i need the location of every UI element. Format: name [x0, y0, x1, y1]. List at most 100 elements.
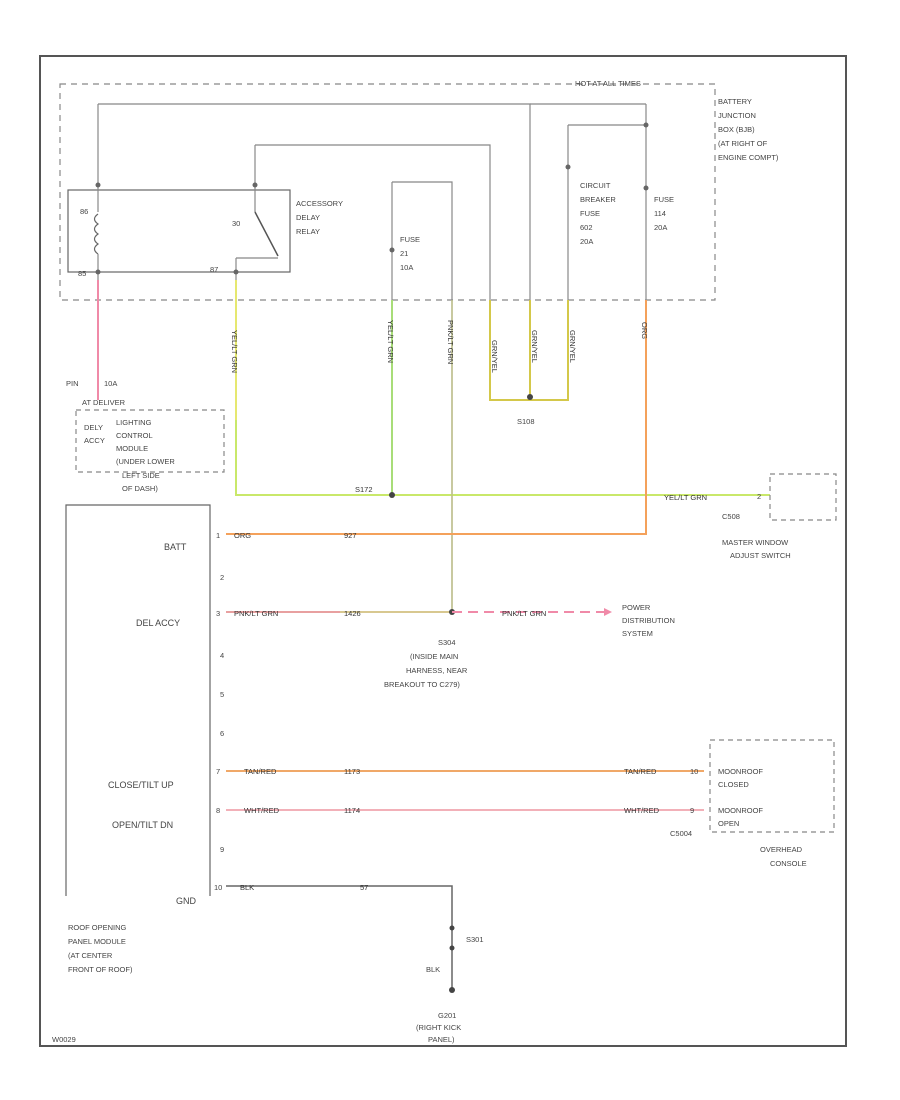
wire-label-yel-grn-2: YEL/LT GRN: [386, 320, 395, 363]
lcm-connector: AT DELIVER: [82, 398, 126, 407]
svg-text:1173: 1173: [344, 767, 360, 776]
wire-label-yel-grn-right: YEL/LT GRN: [664, 493, 707, 502]
svg-text:BREAKER: BREAKER: [580, 195, 616, 204]
svg-text:(AT CENTER: (AT CENTER: [68, 951, 113, 960]
svg-text:20A: 20A: [654, 223, 667, 232]
svg-text:602: 602: [580, 223, 593, 232]
svg-text:FUSE: FUSE: [580, 209, 600, 218]
connector-pin-marker: 2: [757, 492, 761, 501]
svg-text:WHT/RED: WHT/RED: [244, 806, 280, 815]
fuse-21-label: FUSE 21 10A: [400, 235, 420, 272]
lcm-side-accy: ACCY: [84, 436, 105, 445]
lcm-pin-code: 10A: [104, 379, 117, 388]
svg-text:8: 8: [216, 806, 220, 815]
svg-text:MASTER WINDOW: MASTER WINDOW: [722, 538, 789, 547]
relay-pin-85: 85: [78, 269, 86, 278]
svg-text:DEL ACCY: DEL ACCY: [136, 618, 180, 628]
pin-10-row: GND 10 BLK 57: [176, 883, 368, 906]
roof-module-label: ROOF OPENING PANEL MODULE (AT CENTER FRO…: [68, 923, 133, 974]
wire-label-pnk-grn: PNK/LT GRN: [446, 320, 455, 364]
diagram-frame: [39, 55, 847, 1047]
svg-text:114: 114: [654, 209, 666, 218]
master-window-switch-outline: [769, 473, 837, 521]
svg-text:DISTRIBUTION: DISTRIBUTION: [622, 616, 675, 625]
wire-label-grn-yel-1: GRN/YEL: [490, 340, 499, 373]
svg-text:LIGHTING: LIGHTING: [116, 418, 152, 427]
svg-text:20A: 20A: [580, 237, 593, 246]
moonroof-closed-wire: TAN/RED: [624, 767, 657, 776]
svg-text:FUSE: FUSE: [400, 235, 420, 244]
splice-s172: S172: [355, 485, 373, 494]
svg-text:MOONROOF: MOONROOF: [718, 806, 763, 815]
svg-text:PANEL): PANEL): [428, 1035, 455, 1044]
lcm-label: LIGHTING CONTROL MODULE (UNDER LOWER LEF…: [116, 418, 175, 493]
master-window-switch-label: MASTER WINDOW ADJUST SWITCH: [722, 538, 791, 560]
moonroof-open-wire: WHT/RED: [624, 806, 660, 815]
moonroof-closed-label: MOONROOF CLOSED: [718, 767, 763, 789]
svg-text:OPEN/TILT DN: OPEN/TILT DN: [112, 820, 173, 830]
pin-9: 9: [220, 845, 224, 854]
svg-text:927: 927: [344, 531, 357, 540]
bjb-location-label: BATTERY JUNCTION BOX (BJB) (AT RIGHT OF …: [718, 97, 779, 162]
svg-text:DELAY: DELAY: [296, 213, 320, 222]
relay-pin-86: 86: [80, 207, 88, 216]
moonroof-open-pin: 9: [690, 806, 694, 815]
svg-text:S304: S304: [438, 638, 456, 647]
pin-5: 5: [220, 690, 224, 699]
pin-3-row: DEL ACCY 3 PNK/LT GRN 1426: [136, 609, 361, 628]
svg-text:(AT RIGHT OF: (AT RIGHT OF: [718, 139, 768, 148]
circuit-breaker-label: CIRCUIT BREAKER FUSE 602 20A: [580, 181, 616, 246]
pin-8-row: OPEN/TILT DN 8 WHT/RED 1174: [112, 806, 360, 830]
pin-2: 2: [220, 573, 224, 582]
svg-text:21: 21: [400, 249, 408, 258]
svg-text:GND: GND: [176, 896, 197, 906]
svg-text:HARNESS, NEAR: HARNESS, NEAR: [406, 666, 468, 675]
pin-1-row: BATT 1 ORG 927: [164, 531, 357, 552]
diagram-code: W0029: [52, 1035, 76, 1044]
svg-text:LEFT SIDE: LEFT SIDE: [122, 471, 160, 480]
ground-splice-dots: [449, 925, 455, 993]
lcm-pin: PIN: [66, 379, 79, 388]
svg-text:OPEN: OPEN: [718, 819, 739, 828]
svg-text:ADJUST SWITCH: ADJUST SWITCH: [730, 551, 791, 560]
splice-s304-label: S304 (INSIDE MAIN HARNESS, NEAR BREAKOUT…: [384, 638, 468, 689]
ground-g201-label: G201 (RIGHT KICK PANEL): [416, 1011, 461, 1044]
moonroof-open-label: MOONROOF OPEN: [718, 806, 763, 828]
svg-text:ROOF OPENING: ROOF OPENING: [68, 923, 127, 932]
relay-pin-87: 87: [210, 265, 218, 274]
svg-text:ORG: ORG: [234, 531, 251, 540]
svg-text:FRONT OF ROOF): FRONT OF ROOF): [68, 965, 133, 974]
svg-text:CLOSED: CLOSED: [718, 780, 749, 789]
svg-text:1: 1: [216, 531, 220, 540]
bjb-header: HOT AT ALL TIMES: [575, 79, 641, 88]
ground-splice-s301: S301: [466, 935, 484, 944]
wire-label-org: ORG: [640, 322, 649, 339]
ground-wire: [226, 885, 453, 990]
pin-7-row: CLOSE/TILT UP 7 TAN/RED 1173: [108, 767, 360, 790]
svg-text:(UNDER LOWER: (UNDER LOWER: [116, 457, 175, 466]
wire-label-grn-yel-3: GRN/YEL: [568, 330, 577, 363]
svg-text:PANEL MODULE: PANEL MODULE: [68, 937, 126, 946]
svg-text:MODULE: MODULE: [116, 444, 148, 453]
relay-label: ACCESSORY DELAY RELAY: [296, 199, 343, 236]
svg-text:(INSIDE MAIN: (INSIDE MAIN: [410, 652, 458, 661]
org-wire-batt: [226, 300, 647, 535]
lighting-control-module-outline: [75, 409, 225, 473]
svg-text:RELAY: RELAY: [296, 227, 320, 236]
svg-text:POWER: POWER: [622, 603, 651, 612]
wire-label-yel-grn-1: YEL/LT GRN: [230, 330, 239, 373]
moonroof-closed-pin: 10: [690, 767, 698, 776]
svg-text:FUSE: FUSE: [654, 195, 674, 204]
svg-text:JUNCTION: JUNCTION: [718, 111, 756, 120]
svg-text:BATT: BATT: [164, 542, 187, 552]
svg-text:57: 57: [360, 883, 368, 892]
bjb-internal-wires: [98, 103, 647, 612]
svg-text:CONTROL: CONTROL: [116, 431, 153, 440]
svg-text:G201: G201: [438, 1011, 456, 1020]
svg-text:OF DASH): OF DASH): [122, 484, 158, 493]
accessory-delay-relay-box: [67, 189, 291, 273]
svg-text:CONSOLE: CONSOLE: [770, 859, 807, 868]
connector-c508: C508: [722, 512, 740, 521]
svg-text:CIRCUIT: CIRCUIT: [580, 181, 611, 190]
svg-text:CLOSE/TILT UP: CLOSE/TILT UP: [108, 780, 174, 790]
